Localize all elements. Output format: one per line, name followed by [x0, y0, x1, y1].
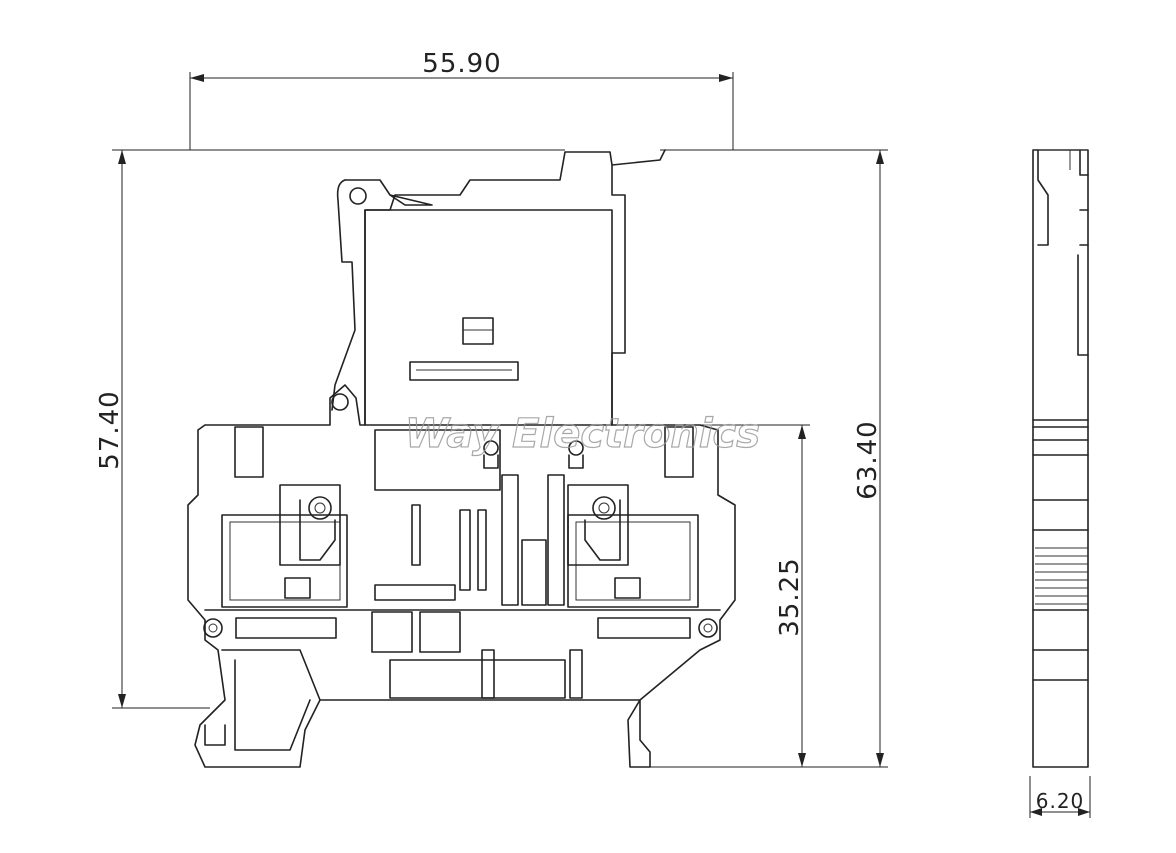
dimension-height-right: 63.40 — [640, 149, 888, 768]
dimension-height-right-label: 63.40 — [853, 420, 883, 499]
dimension-side-width-label: 6.20 — [1036, 789, 1085, 813]
dimension-height-left: 57.40 — [95, 149, 565, 709]
terminal-block-side-view — [1032, 149, 1089, 768]
dimension-width-label: 55.90 — [422, 49, 501, 79]
dimension-rail-height-label: 35.25 — [775, 557, 805, 636]
dimension-height-left-label: 57.40 — [95, 390, 125, 469]
terminal-block-front-view — [187, 149, 736, 768]
side-ribs — [1035, 547, 1088, 605]
dimension-rail-height: 35.25 — [700, 424, 810, 767]
dimension-side-width: 6.20 — [1029, 776, 1091, 818]
dimension-width: 55.90 — [189, 49, 734, 150]
watermark-text: Way Electronics — [405, 411, 760, 457]
